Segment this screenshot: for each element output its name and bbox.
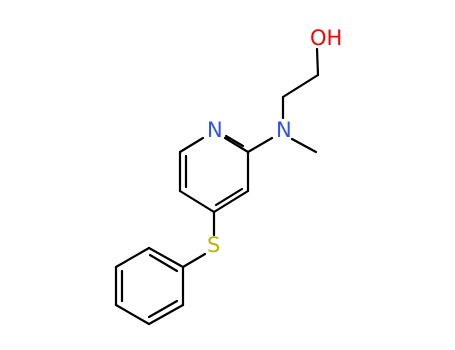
bond-c5-c4 (178, 189, 216, 214)
bond-s-ph (181, 252, 207, 269)
atom-labels: OH N N S (207, 26, 342, 257)
bonds (114, 47, 320, 326)
bond-c4-c3 (212, 189, 250, 214)
bond-ph6-ph1-double (148, 253, 179, 273)
bond-ph2-ph3 (147, 303, 185, 326)
bond-ph3-ph4 (114, 303, 151, 326)
bond-o-c1 (315, 47, 320, 77)
atom-sulfur-label: S (207, 233, 220, 257)
bond-n-c2ring (246, 136, 274, 154)
bond-c4-c3-double (214, 187, 244, 207)
bond-n-methyl (290, 137, 318, 154)
bond-c2-nring-double (224, 134, 245, 148)
bond-c1-c2 (281, 73, 320, 99)
bond-ph2-ph3-double (147, 299, 179, 319)
bond-c2-nring (223, 136, 250, 154)
atom-nitrogen-amine-label: N (276, 118, 292, 142)
bond-ph5-ph6 (114, 246, 151, 269)
atom-nitrogen-ring-label: N (207, 118, 223, 142)
bond-ph6-ph1 (147, 246, 185, 269)
bond-nring-c6 (178, 136, 205, 154)
atom-oxygen-label: OH (310, 26, 342, 50)
